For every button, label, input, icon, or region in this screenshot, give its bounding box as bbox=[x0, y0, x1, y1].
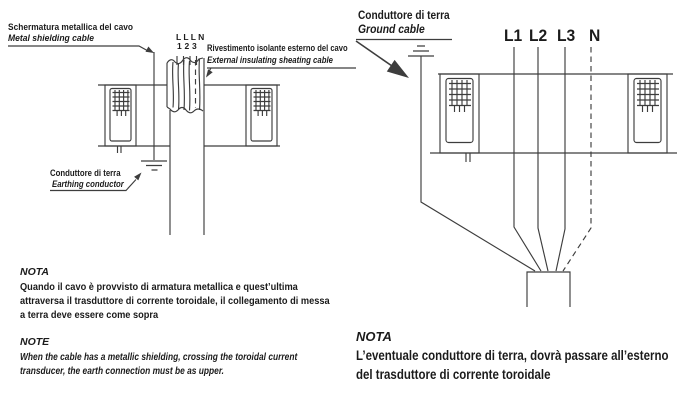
phase-label-n: N bbox=[589, 26, 601, 45]
note-line: Quando il cavo è provvisto di armatura m… bbox=[20, 281, 298, 293]
shield-label-it: Schermatura metallica del cavo bbox=[8, 22, 134, 33]
right-toroid-transducer bbox=[430, 73, 677, 162]
note-left-en-title: NOTE bbox=[20, 336, 50, 348]
phase-conductor-lines bbox=[513, 47, 592, 272]
note-line: L’eventuale conduttore di terra, dovrà p… bbox=[356, 348, 669, 363]
arrowhead-icon bbox=[134, 172, 142, 181]
right-cable-end bbox=[526, 271, 571, 307]
phase-label-l3: L3 bbox=[557, 26, 576, 45]
note-left-en-body: When the cable has a metallic shielding,… bbox=[20, 350, 297, 378]
note-left-it-title: NOTA bbox=[20, 266, 49, 278]
shield-label-en: Metal shielding cable bbox=[8, 33, 95, 44]
left-toroid-transducer bbox=[98, 84, 280, 153]
note-right-body: L’eventuale conduttore di terra, dovrà p… bbox=[356, 347, 668, 384]
note-line: When the cable has a metallic shielding,… bbox=[20, 351, 298, 363]
note-line: a terra deve essere come sopra bbox=[20, 309, 159, 321]
left-cable-shield-cutaway bbox=[166, 57, 204, 114]
core-marking-label: LLLN bbox=[176, 32, 207, 42]
right-ground-label-arrow bbox=[355, 38, 452, 78]
ground-label-it: Conduttore di terra bbox=[358, 10, 450, 22]
core-numbers-label: 123 bbox=[177, 41, 200, 51]
arrowhead-icon bbox=[386, 59, 409, 78]
ground-label-en: Ground cable bbox=[358, 24, 425, 36]
phase-label-l2: L2 bbox=[529, 26, 548, 45]
arrowhead-icon bbox=[145, 46, 154, 53]
note-line: transducer, the earth connection must be… bbox=[20, 365, 224, 377]
earth-label-en: Earthing conductor bbox=[52, 179, 124, 190]
sheath-label-en: External insulating sheating cable bbox=[207, 55, 333, 66]
note-left-it-body: Quando il cavo è provvisto di armatura m… bbox=[20, 280, 330, 322]
note-line: del trasduttore di corrente toroidale bbox=[356, 366, 551, 382]
note-line: attraversa il trasduttore di corrente to… bbox=[20, 295, 330, 307]
left-leader-arrows bbox=[8, 45, 356, 192]
sheath-label-it: Rivestimento isolante esterno del cavo bbox=[207, 43, 348, 54]
left-ground-symbol-icon bbox=[141, 160, 167, 171]
note-right-title: NOTA bbox=[356, 329, 392, 344]
left-cable-sheath bbox=[169, 56, 205, 235]
right-ground-symbol-icon bbox=[408, 45, 434, 57]
earth-label-it: Conduttore di terra bbox=[50, 168, 121, 179]
phase-label-l1: L1 bbox=[504, 26, 523, 45]
arrowhead-icon bbox=[206, 69, 213, 78]
right-ground-conductor bbox=[420, 56, 536, 272]
